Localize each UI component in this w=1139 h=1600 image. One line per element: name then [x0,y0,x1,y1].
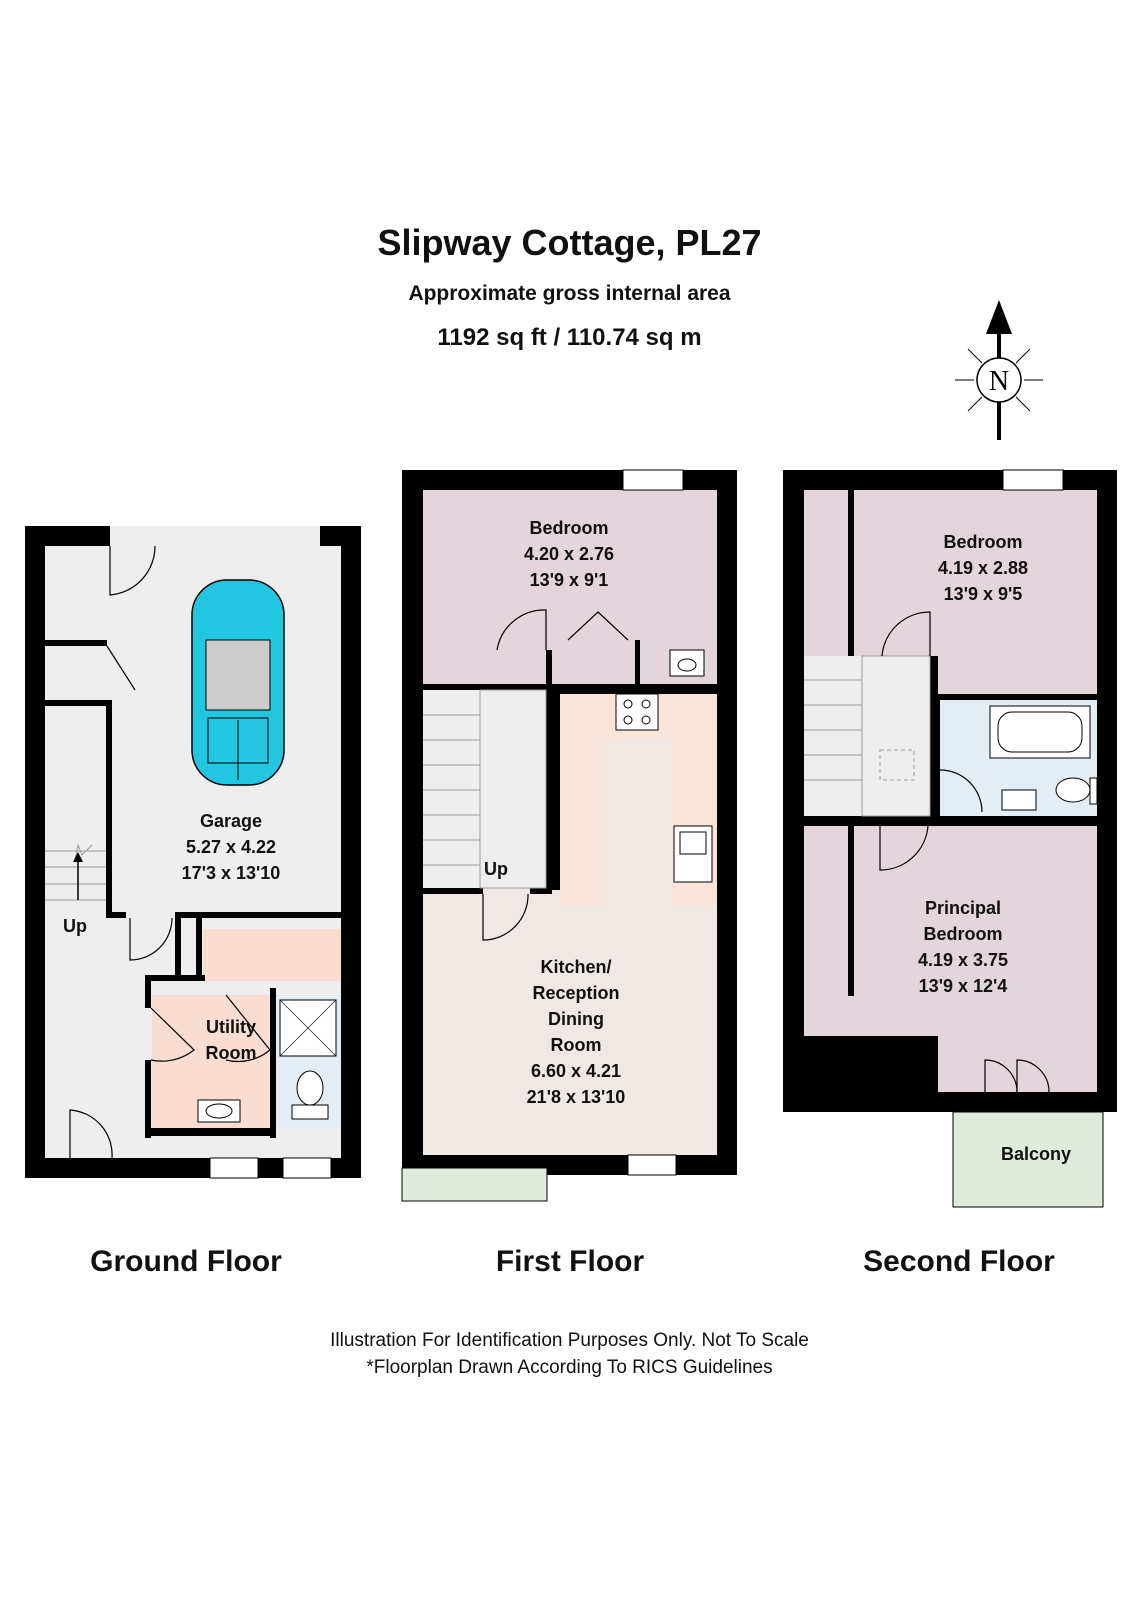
kitchen-label-4: Room [551,1035,602,1055]
second-bedroom-metric: 4.19 x 2.88 [938,558,1028,578]
ground-floor-label: Ground Floor [90,1245,282,1278]
first-up-label: Up [484,859,508,879]
ground-up-label: Up [63,916,87,936]
garage-metric: 5.27 x 4.22 [186,837,276,857]
first-bedroom-imperial: 13'9 x 9'1 [530,570,609,590]
ground-floor-plan: Garage 5.27 x 4.22 17'3 x 13'10 Utility … [25,526,361,1179]
principal-bedroom-label-2: Bedroom [923,924,1002,944]
kitchen-label-1: Kitchen/ [540,957,611,977]
garage-imperial: 17'3 x 13'10 [182,863,281,883]
utility-label-1: Utility [206,1017,256,1037]
kitchen-metric: 6.60 x 4.21 [531,1061,621,1081]
compass-n-label: N [989,366,1009,397]
second-floor-plan: Bedroom 4.19 x 2.88 13'9 x 9'5 Principal… [783,469,1117,1208]
kitchen-imperial: 21'8 x 13'10 [527,1087,626,1107]
balcony-label: Balcony [1001,1144,1071,1164]
first-bedroom-label: Bedroom [529,518,608,538]
principal-bedroom-label-1: Principal [925,898,1001,918]
first-floor-label: First Floor [495,1245,645,1278]
north-compass-icon: N [955,300,1043,440]
second-bedroom-imperial: 13'9 x 9'5 [944,584,1023,604]
utility-label-2: Room [206,1043,257,1063]
disclaimer-line-1: Illustration For Identification Purposes… [330,1330,809,1351]
first-bedroom-metric: 4.20 x 2.76 [524,544,614,564]
car-icon [191,579,285,786]
second-floor-label: Second Floor [863,1245,1055,1278]
principal-bedroom-metric: 4.19 x 3.75 [918,950,1008,970]
kitchen-label-2: Reception [532,983,619,1003]
first-floor-plan: Bedroom 4.20 x 2.76 13'9 x 9'1 Kitchen/ … [401,469,737,1202]
area-summary: 1192 sq ft / 110.74 sq m [437,324,702,351]
page-title: Slipway Cottage, PL27 [377,222,762,263]
page-subtitle: Approximate gross internal area [408,282,731,305]
garage-label: Garage [200,811,262,831]
principal-bedroom-imperial: 13'9 x 12'4 [919,976,1008,996]
disclaimer-line-2: *Floorplan Drawn According To RICS Guide… [366,1357,773,1378]
second-bedroom-label: Bedroom [943,532,1022,552]
kitchen-label-3: Dining [548,1009,604,1029]
